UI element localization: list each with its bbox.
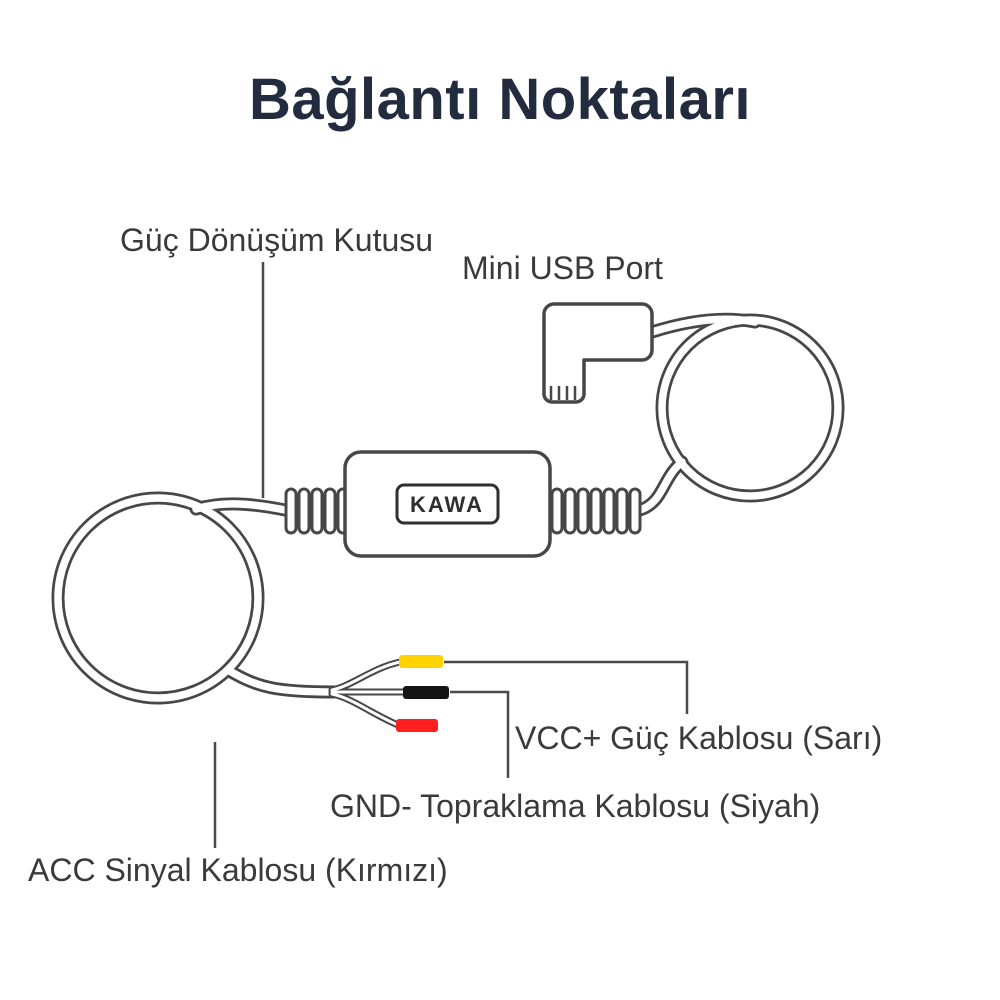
strain-relief-left [284,487,350,535]
gnd-tip-black [403,686,449,699]
wire-inner-strokes [330,660,406,727]
kawa-logo-text: KAWA [410,492,484,517]
label-acc: ACC Sinyal Kablosu (Kırmızı) [28,852,448,888]
label-vcc: VCC+ Güç Kablosu (Sarı) [515,720,883,756]
acc-tip-red [396,719,438,732]
mini-usb-pins-icon [549,386,577,400]
wire-tips [396,655,449,732]
mini-usb-connector [542,302,654,404]
label-mini-usb: Mini USB Port [462,250,663,286]
strain-relief-right [550,487,642,535]
label-power-box: Güç Dönüşüm Kutusu [120,222,434,258]
label-gnd: GND- Topraklama Kablosu (Siyah) [330,788,821,824]
leader-lines [213,262,689,848]
leader-vcc [444,660,689,714]
cable-inner-strokes [54,315,842,702]
leader-gnd [450,690,510,778]
vcc-tip-yellow [399,655,443,668]
page-title: Bağlantı Noktaları [248,67,752,132]
kawa-logo-frame [395,483,500,525]
